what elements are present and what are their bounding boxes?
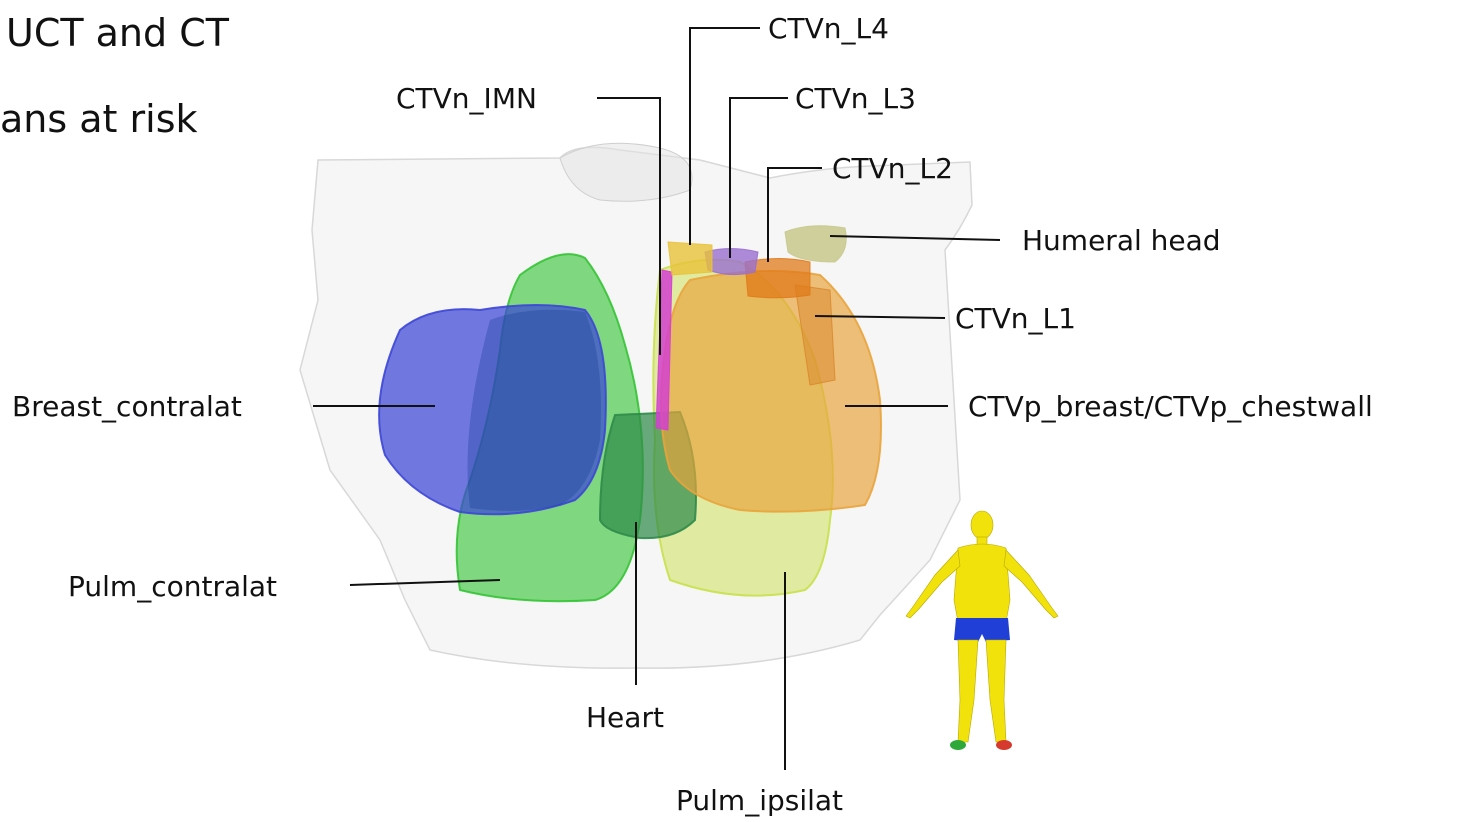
label-ctvn-l2: CTVn_L2 [832,152,953,185]
ctvp-breast-shape [661,271,881,512]
label-pulm-contralat: Pulm_contralat [68,570,277,603]
label-ctvn-l1: CTVn_L1 [955,302,1076,335]
label-humeral-head: Humeral head [1022,224,1221,257]
ctvn-l4-shape [668,242,712,275]
figure-foot-right [950,740,966,750]
label-heart: Heart [586,701,664,734]
label-breast-contralat: Breast_contralat [12,390,242,423]
label-ctvn-l3: CTVn_L3 [795,82,916,115]
label-pulm-ipsilat: Pulm_ipsilat [676,784,843,817]
breast-contralat-shade [468,310,602,511]
ctvn-l3-shape [705,249,758,275]
label-ctvn-l4: CTVn_L4 [768,12,889,45]
label-ctvn-imn: CTVn_IMN [396,82,537,115]
label-ctvp-breast: CTVp_breast/CTVp_chestwall [968,390,1373,423]
figure-foot-left [996,740,1012,750]
